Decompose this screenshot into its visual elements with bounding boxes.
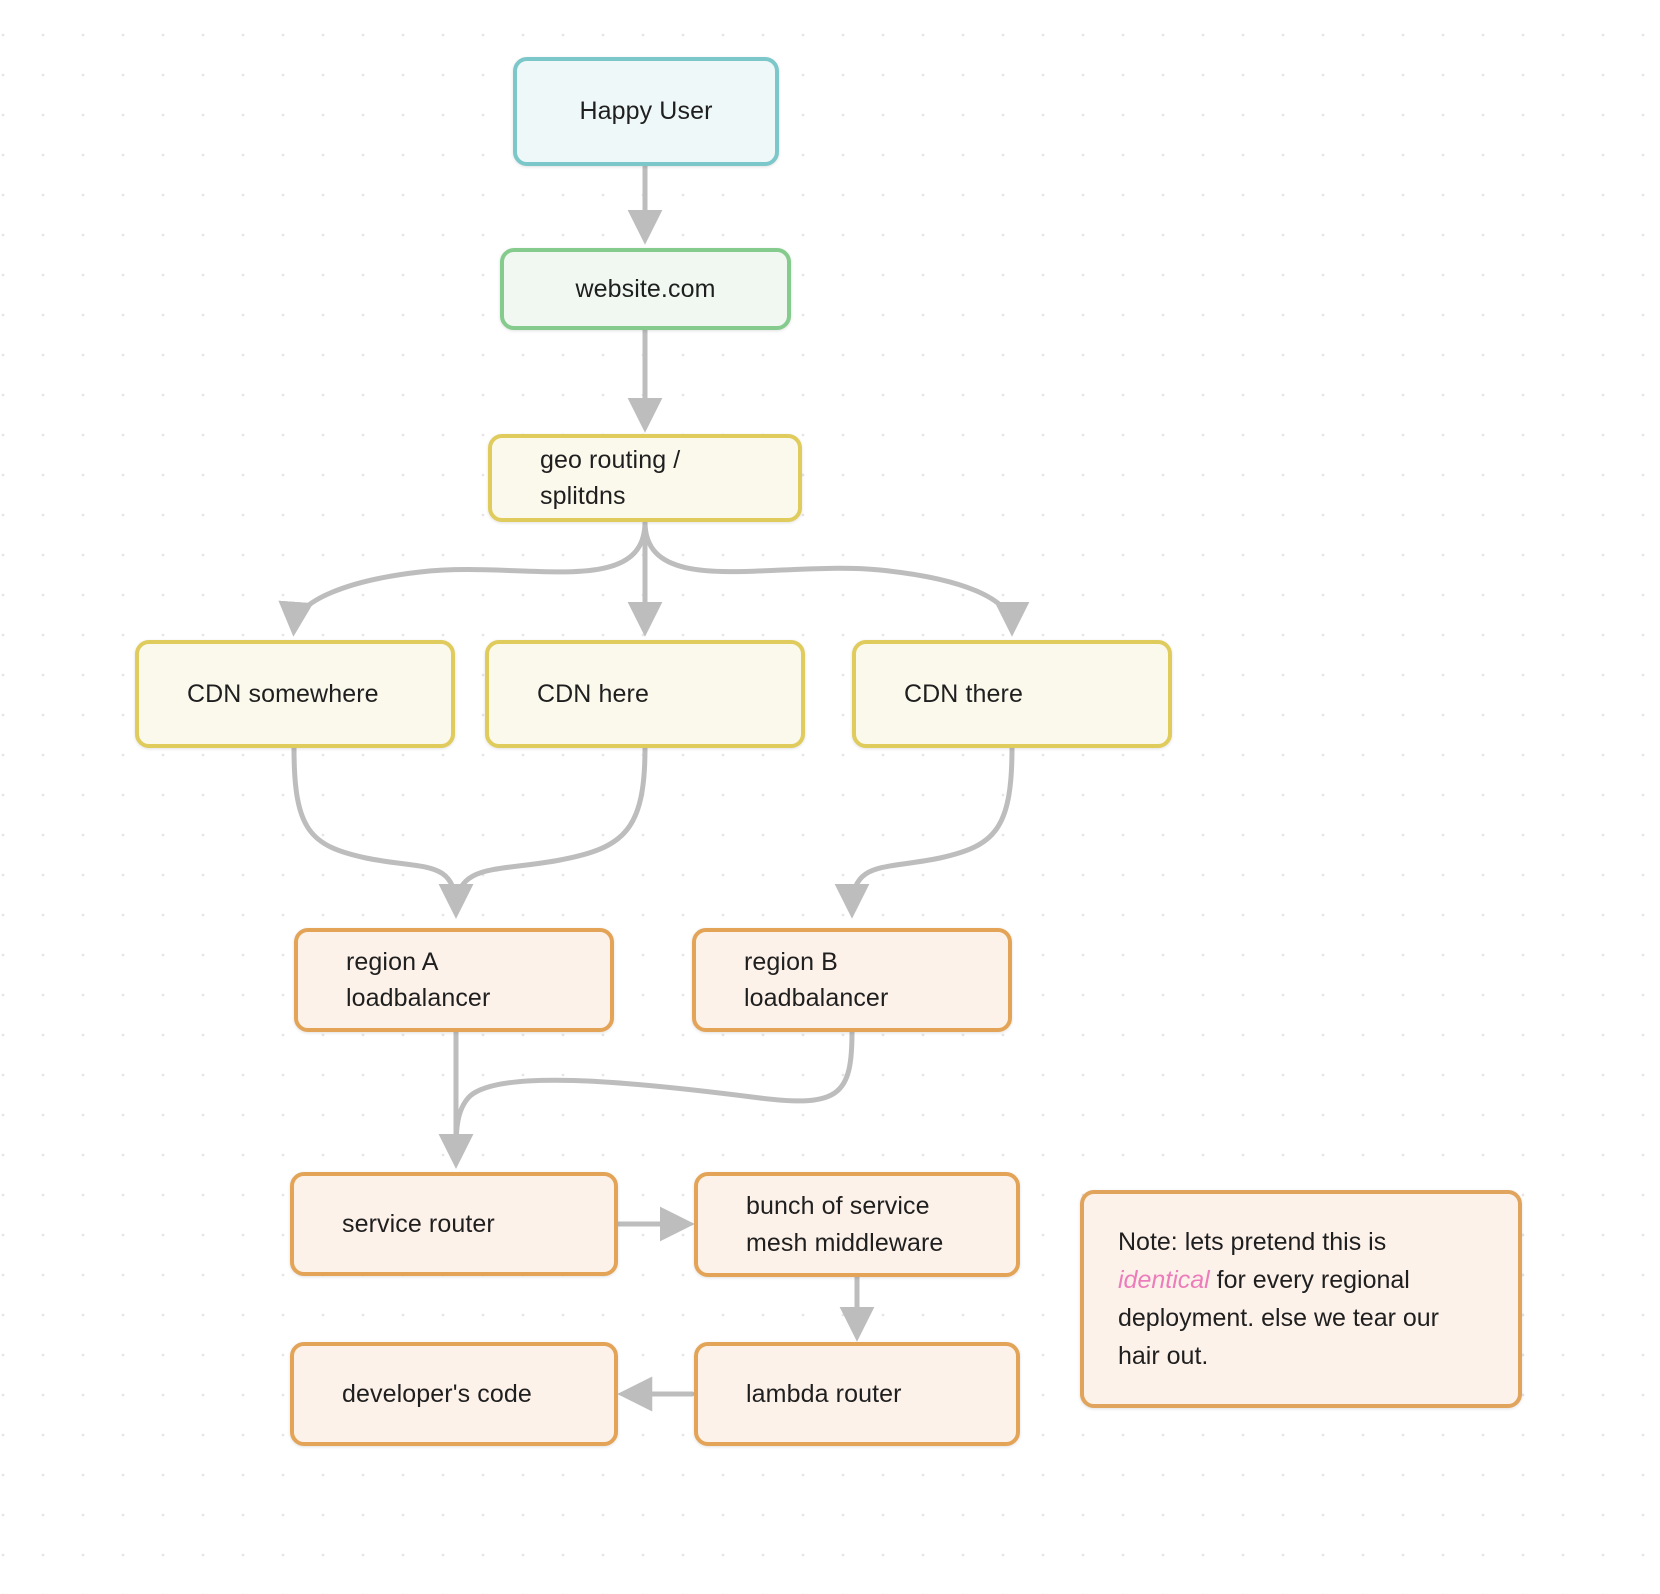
- node-lambda-router-label: lambda router: [746, 1379, 902, 1408]
- edge-cdn-somewhere-to-region-a: [291, 745, 474, 919]
- node-website[interactable]: website.com: [500, 248, 791, 330]
- node-developers-code-label: developer's code: [342, 1379, 532, 1408]
- note-text-part2: for every regional deployment. else we t…: [1118, 1266, 1440, 1370]
- node-happy-user-label: Happy User: [579, 97, 713, 126]
- node-cdn-here-label: CDN here: [537, 679, 649, 708]
- node-lambda-router[interactable]: lambda router: [694, 1342, 1020, 1446]
- node-website-label: website.com: [575, 274, 716, 303]
- edge-geo-routing-to-cdn-somewhere: [278, 519, 648, 637]
- node-cdn-here[interactable]: CDN here: [485, 640, 805, 748]
- note-text: Note: lets pretend this is identical for…: [1084, 1223, 1518, 1375]
- edge-geo-routing-to-cdn-there: [642, 519, 1030, 637]
- node-service-router[interactable]: service router: [290, 1172, 618, 1276]
- node-geo-routing-label: geo routing / splitdns: [540, 445, 681, 510]
- node-cdn-there[interactable]: CDN there: [852, 640, 1172, 748]
- node-service-router-label: service router: [342, 1209, 495, 1238]
- node-service-mesh-middleware[interactable]: bunch of service mesh middleware: [694, 1172, 1020, 1277]
- node-service-mesh-middleware-label: bunch of service mesh middleware: [746, 1192, 944, 1257]
- node-region-b-loadbalancer-label: region B loadbalancer: [744, 947, 889, 1012]
- node-region-a-loadbalancer-label: region A loadbalancer: [346, 947, 491, 1012]
- node-cdn-somewhere[interactable]: CDN somewhere: [135, 640, 455, 748]
- node-geo-routing[interactable]: geo routing / splitdns: [488, 434, 802, 522]
- node-happy-user[interactable]: Happy User: [513, 57, 779, 166]
- node-note[interactable]: Note: lets pretend this is identical for…: [1080, 1190, 1522, 1408]
- node-cdn-there-label: CDN there: [904, 679, 1023, 708]
- edge-region-b-to-service-router: [438, 1029, 855, 1169]
- edge-cdn-here-to-region-a: [438, 745, 648, 919]
- edge-cdn-there-to-region-b: [834, 745, 1015, 919]
- node-developers-code[interactable]: developer's code: [290, 1342, 618, 1446]
- node-region-a-loadbalancer[interactable]: region A loadbalancer: [294, 928, 614, 1032]
- note-text-part1: Note: lets pretend this is: [1118, 1228, 1387, 1256]
- node-cdn-somewhere-label: CDN somewhere: [187, 679, 379, 708]
- note-text-emphasis: identical: [1118, 1266, 1210, 1294]
- node-region-b-loadbalancer[interactable]: region B loadbalancer: [692, 928, 1012, 1032]
